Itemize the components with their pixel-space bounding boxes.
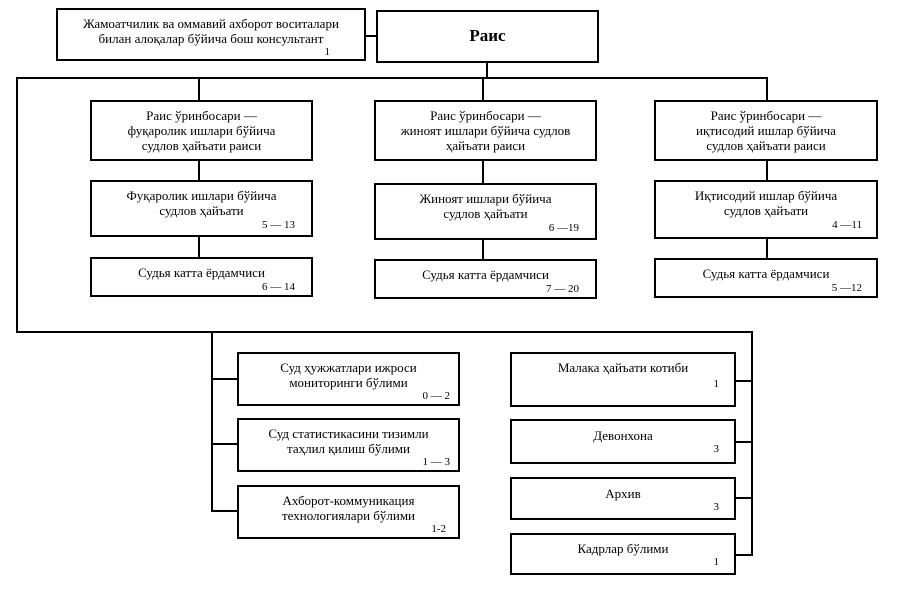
connector xyxy=(16,331,753,333)
deputy-civil-box: Раис ўринбосари — фуқаролик ишлари бўйич… xyxy=(90,100,313,161)
chancellery-box: Девонхона 3 xyxy=(510,419,736,464)
deputy-civil-title: Раис ўринбосари — фуқаролик ишлари бўйич… xyxy=(127,108,276,153)
qualification-secretary-count: 1 xyxy=(713,378,720,390)
monitoring-department-title: Суд ҳужжатлари ижроси мониторинги бўлими xyxy=(280,360,417,390)
hr-department-count: 1 xyxy=(713,556,720,568)
connector xyxy=(16,77,18,332)
statistics-department-title: Суд статистикасини тизимли таҳлил қилиш … xyxy=(268,426,429,456)
civil-panel-count: 5 — 13 xyxy=(262,219,295,231)
criminal-panel-box: Жиноят ишлари бўйича судлов ҳайъати 6 —1… xyxy=(374,183,597,240)
criminal-assistant-box: Судья катта ёрдамчиси 7 — 20 xyxy=(374,259,597,299)
deputy-criminal-title: Раис ўринбосари — жиноят ишлари бўйича с… xyxy=(400,108,571,153)
connector xyxy=(482,160,484,184)
civil-panel-box: Фуқаролик ишлари бўйича судлов ҳайъати 5… xyxy=(90,180,313,237)
economic-assistant-title: Судья катта ёрдамчиси xyxy=(702,266,830,281)
ict-department-title: Ахборот-коммуникация технологиялари бўли… xyxy=(281,493,416,523)
chair-title: Раис xyxy=(469,26,506,45)
economic-panel-box: Иқтисодий ишлар бўйича судлов ҳайъати 4 … xyxy=(654,180,878,239)
connector xyxy=(766,160,768,181)
connector xyxy=(735,497,753,499)
connector xyxy=(16,77,768,79)
connector xyxy=(735,441,753,443)
consultant-count: 1 xyxy=(324,46,331,58)
ict-department-box: Ахборот-коммуникация технологиялари бўли… xyxy=(237,485,460,539)
archive-box: Архив 3 xyxy=(510,477,736,520)
connector xyxy=(766,77,768,100)
connector xyxy=(198,160,200,181)
economic-panel-title: Иқтисодий ишлар бўйича судлов ҳайъати xyxy=(694,188,838,218)
connector xyxy=(482,77,484,100)
connector xyxy=(482,239,484,260)
connector xyxy=(735,380,753,382)
connector xyxy=(364,35,376,37)
connector xyxy=(198,77,200,101)
chancellery-title: Девонхона xyxy=(593,428,653,443)
consultant-box: Жамоатчилик ва оммавий ахборот воситалар… xyxy=(56,8,366,61)
hr-department-title: Кадрлар бўлими xyxy=(577,541,669,556)
statistics-department-box: Суд статистикасини тизимли таҳлил қилиш … xyxy=(237,418,460,472)
connector xyxy=(211,378,238,380)
civil-assistant-box: Судья катта ёрдамчиси 6 — 14 xyxy=(90,257,313,297)
monitoring-department-count: 0 — 2 xyxy=(422,390,451,402)
civil-assistant-count: 6 — 14 xyxy=(262,281,295,293)
connector xyxy=(211,510,238,512)
archive-title: Архив xyxy=(605,486,641,501)
civil-assistant-title: Судья катта ёрдамчиси xyxy=(138,265,265,280)
hr-department-box: Кадрлар бўлими 1 xyxy=(510,533,736,575)
archive-count: 3 xyxy=(713,501,720,513)
statistics-department-count: 1 — 3 xyxy=(422,456,451,468)
deputy-economic-box: Раис ўринбосари — иқтисодий ишлар бўйича… xyxy=(654,100,878,161)
criminal-assistant-count: 7 — 20 xyxy=(546,283,579,295)
connector xyxy=(211,443,238,445)
connector xyxy=(198,236,200,258)
monitoring-department-box: Суд ҳужжатлари ижроси мониторинги бўлими… xyxy=(237,352,460,406)
criminal-panel-title: Жиноят ишлари бўйича судлов ҳайъати xyxy=(419,191,552,221)
economic-assistant-count: 5 —12 xyxy=(831,282,862,294)
deputy-criminal-box: Раис ўринбосари — жиноят ишлари бўйича с… xyxy=(374,100,597,161)
chancellery-count: 3 xyxy=(713,443,720,455)
consultant-title: Жамоатчилик ва оммавий ахборот воситалар… xyxy=(83,16,339,46)
chair-box: Раис xyxy=(376,10,599,63)
qualification-secretary-box: Малака ҳайъати котиби 1 xyxy=(510,352,736,407)
connector xyxy=(211,331,213,511)
criminal-assistant-title: Судья катта ёрдамчиси xyxy=(422,267,549,282)
economic-assistant-box: Судья катта ёрдамчиси 5 —12 xyxy=(654,258,878,298)
connector xyxy=(751,331,753,556)
qualification-secretary-title: Малака ҳайъати котиби xyxy=(557,360,689,375)
civil-panel-title: Фуқаролик ишлари бўйича судлов ҳайъати xyxy=(126,188,277,218)
ict-department-count: 1-2 xyxy=(431,523,446,535)
economic-panel-count: 4 —11 xyxy=(832,219,862,231)
connector xyxy=(766,238,768,259)
connector xyxy=(486,61,488,78)
deputy-economic-title: Раис ўринбосари — иқтисодий ишлар бўйича… xyxy=(696,108,836,153)
criminal-panel-count: 6 —19 xyxy=(548,222,579,234)
connector xyxy=(735,554,753,556)
